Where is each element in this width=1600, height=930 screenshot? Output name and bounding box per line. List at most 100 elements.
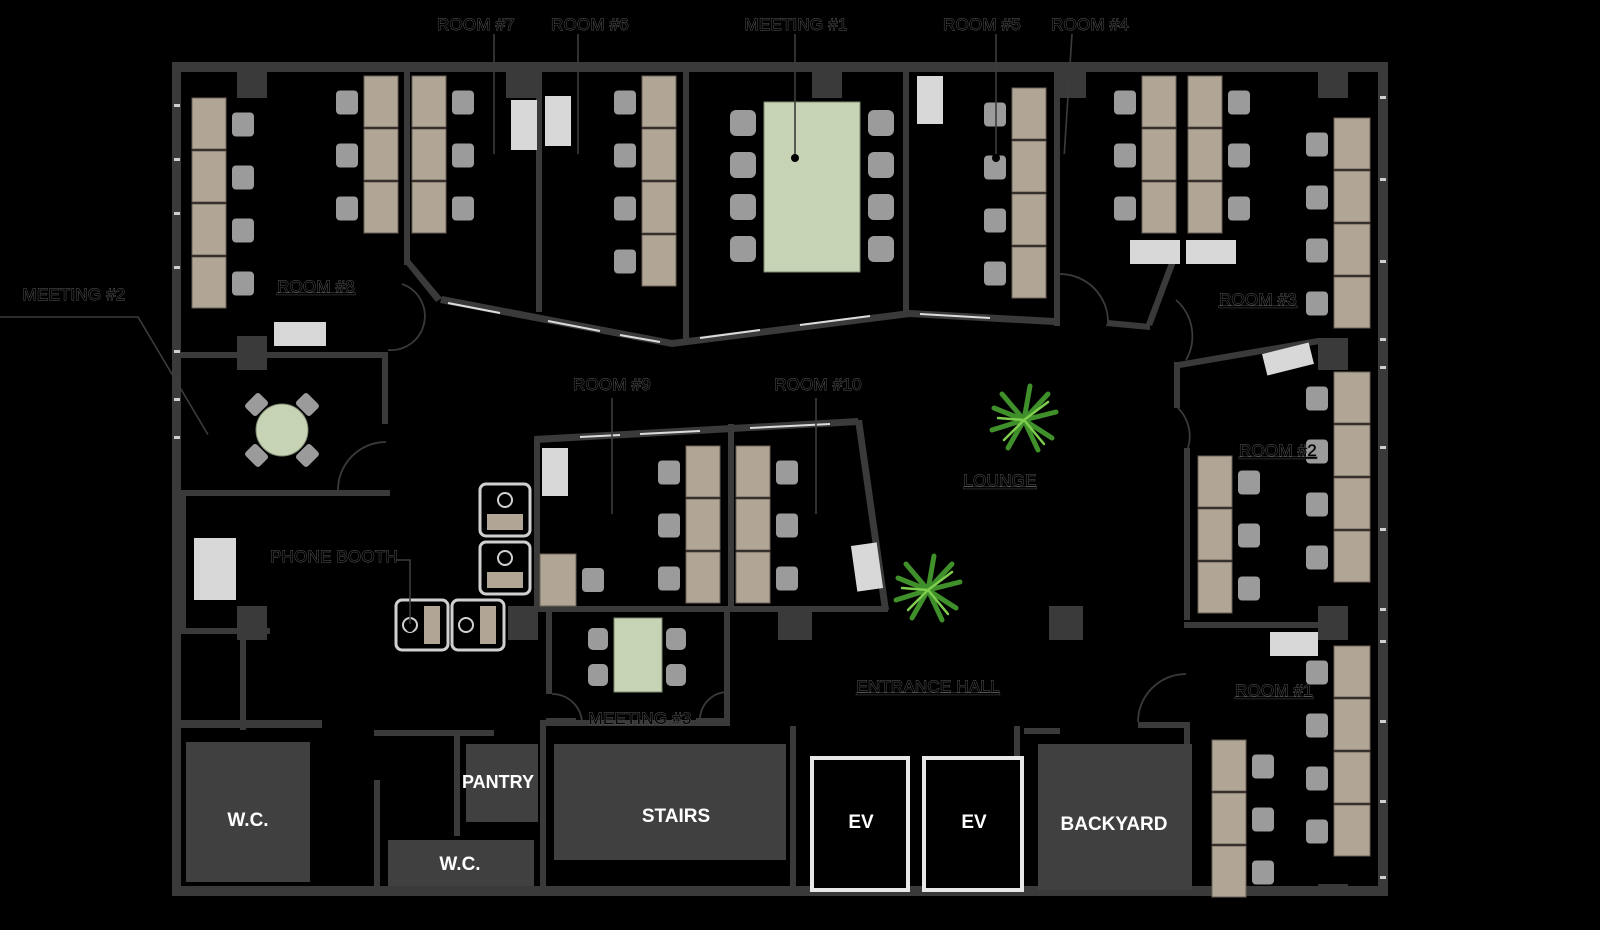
chair	[336, 196, 358, 221]
chair	[868, 194, 894, 220]
meeting-3-table	[613, 617, 663, 693]
desk	[191, 256, 227, 309]
pantry-block	[466, 744, 538, 822]
desk	[191, 150, 227, 203]
room-5-label: ROOM #5	[943, 15, 1021, 34]
room-labels: ROOM #7 ROOM #6 MEETING #1 ROOM #5 ROOM …	[22, 15, 1317, 729]
room-3-label: ROOM #3	[1219, 290, 1297, 309]
desk	[1141, 75, 1177, 128]
desk	[363, 128, 399, 181]
chair	[614, 143, 636, 168]
desk	[191, 203, 227, 256]
chair	[232, 112, 254, 137]
chair	[730, 152, 756, 178]
desk	[1211, 739, 1247, 792]
chair	[614, 249, 636, 274]
desk	[641, 181, 677, 234]
chair	[1306, 238, 1328, 263]
chair	[666, 664, 686, 686]
room-4-label: ROOM #4	[1051, 15, 1129, 34]
desk	[1333, 223, 1371, 276]
desk	[1141, 181, 1177, 234]
chair	[1306, 439, 1328, 464]
chair	[730, 110, 756, 136]
chair	[1306, 819, 1328, 844]
desk	[1333, 530, 1371, 583]
backyard-label: BACKYARD	[1061, 814, 1168, 835]
chair	[1228, 143, 1250, 168]
chair	[776, 566, 798, 591]
chair	[1306, 713, 1328, 738]
wc-small-block	[388, 840, 534, 886]
desk	[363, 75, 399, 128]
desk	[539, 553, 577, 607]
phone-booth-pod	[478, 540, 532, 596]
chair	[588, 664, 608, 686]
chair	[452, 143, 474, 168]
chair	[984, 261, 1006, 286]
chair	[1238, 523, 1260, 548]
chair	[730, 194, 756, 220]
chair	[776, 513, 798, 538]
chair	[730, 236, 756, 262]
desk	[1333, 645, 1371, 698]
chair	[1252, 807, 1274, 832]
plant-icon	[893, 553, 963, 623]
desk	[1011, 87, 1047, 140]
desk	[735, 551, 771, 604]
meeting-1-label: MEETING #1	[744, 15, 847, 34]
desk	[1333, 424, 1371, 477]
desk	[1333, 804, 1371, 857]
desk	[735, 445, 771, 498]
phone-booth-pod	[394, 598, 450, 652]
desk	[1333, 751, 1371, 804]
desk	[1187, 75, 1223, 128]
chair	[1228, 90, 1250, 115]
elevator-2	[922, 756, 1024, 892]
room-6-label: ROOM #6	[551, 15, 629, 34]
stairs-label: STAIRS	[642, 806, 710, 827]
label-leaders	[0, 33, 1073, 628]
phone-booth-pod	[478, 482, 532, 538]
chair	[1306, 132, 1328, 157]
chairs	[232, 90, 1328, 885]
desk	[1187, 181, 1223, 234]
chair	[1306, 386, 1328, 411]
desk	[641, 234, 677, 287]
meeting-2-label: MEETING #2	[22, 285, 125, 304]
chair	[1306, 492, 1328, 517]
phone-booth-label: PHONE BOOTH	[270, 547, 398, 566]
phone-booths	[394, 482, 532, 652]
chair	[1306, 291, 1328, 316]
phone-booth-pod	[450, 598, 506, 652]
room-10-label: ROOM #10	[774, 375, 862, 394]
chair	[984, 155, 1006, 180]
chair	[614, 90, 636, 115]
chair	[1238, 470, 1260, 495]
meeting-2-table	[255, 403, 309, 457]
meeting-1-table	[763, 101, 861, 273]
chair	[232, 165, 254, 190]
chair	[614, 196, 636, 221]
chair	[658, 513, 680, 538]
wc-left-label: W.C.	[227, 810, 268, 831]
desk	[1197, 508, 1233, 561]
chair	[984, 208, 1006, 233]
desk	[641, 75, 677, 128]
chair	[1114, 143, 1136, 168]
chair	[776, 460, 798, 485]
desk	[1197, 561, 1233, 614]
room-9-label: ROOM #9	[573, 375, 651, 394]
desk	[1211, 792, 1247, 845]
wc-small-label: W.C.	[439, 854, 480, 875]
desk	[735, 498, 771, 551]
desk	[1011, 246, 1047, 299]
chair	[582, 568, 604, 592]
desk	[411, 181, 447, 234]
desk	[1333, 371, 1371, 424]
chair	[1238, 576, 1260, 601]
desk	[1011, 140, 1047, 193]
desk	[685, 551, 721, 604]
entrance-hall-label: ENTRANCE HALL	[856, 677, 999, 696]
